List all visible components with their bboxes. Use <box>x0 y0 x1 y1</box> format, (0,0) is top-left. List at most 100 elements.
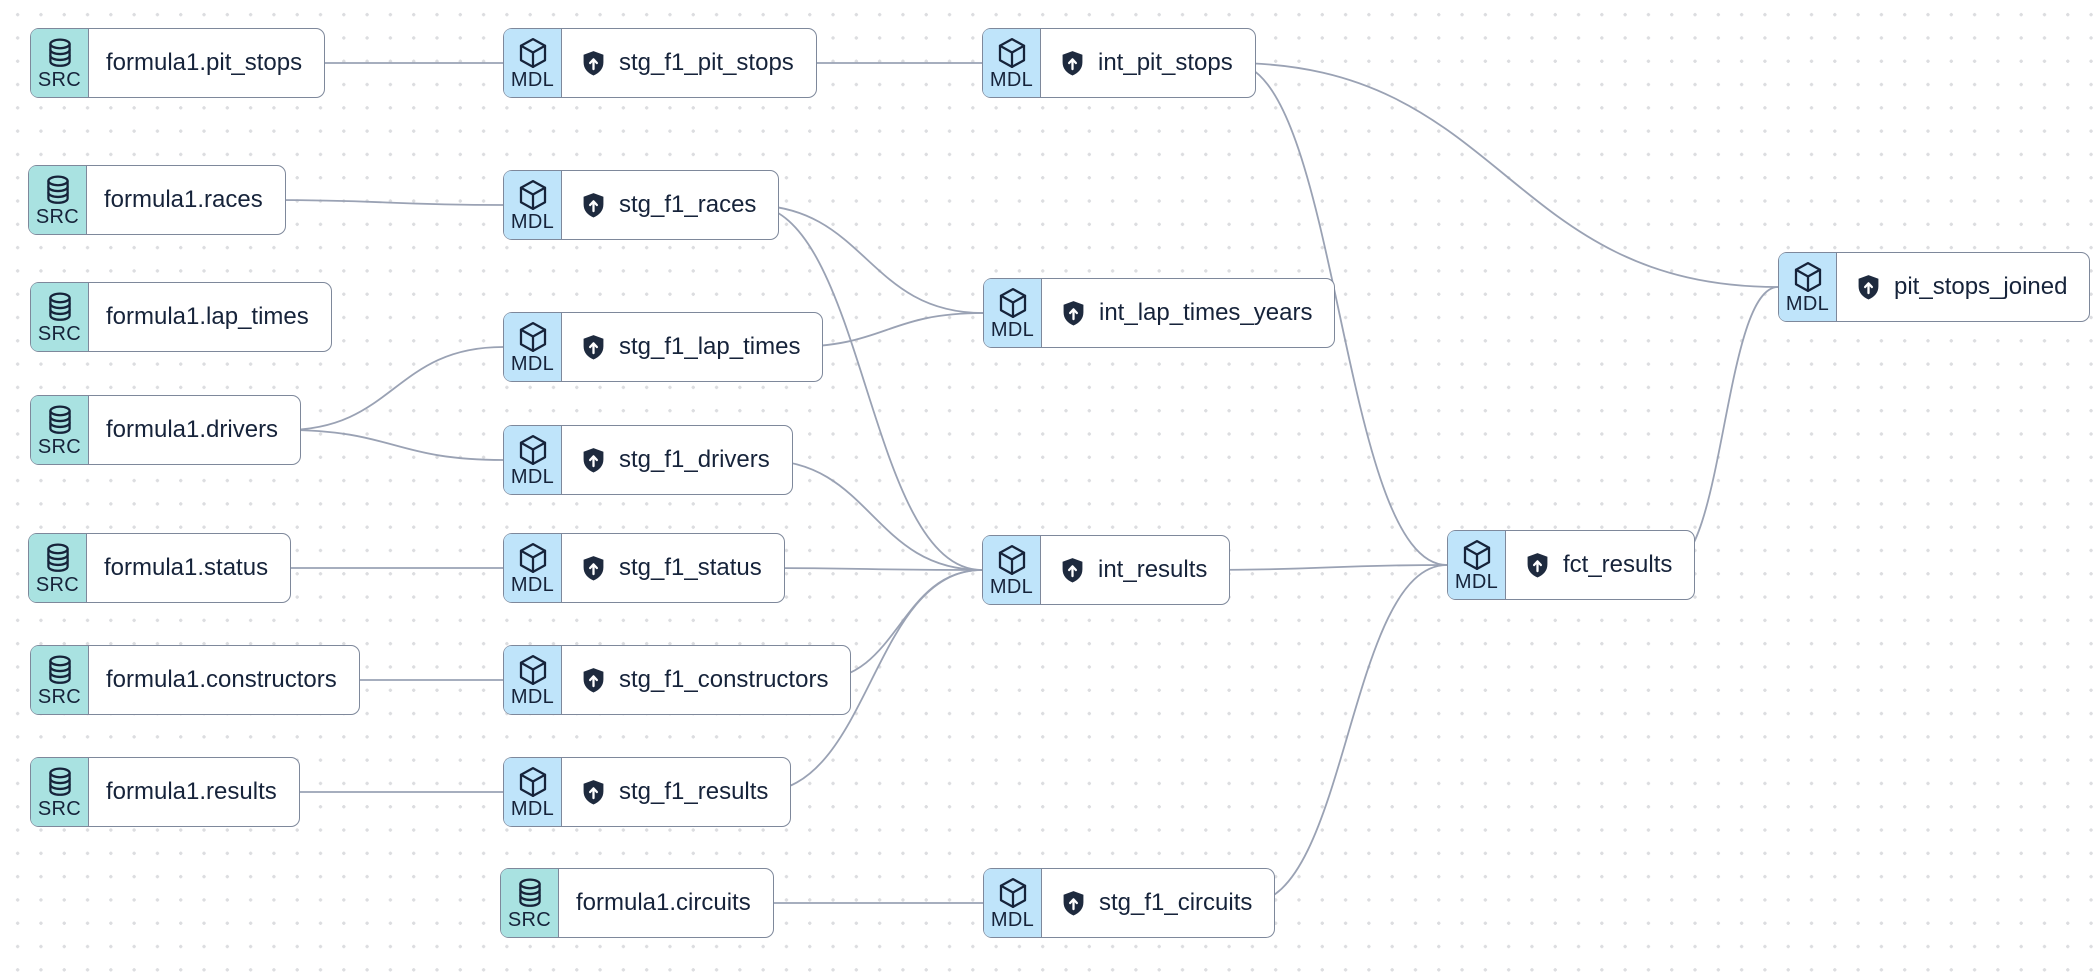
source-type-badge: SRC <box>501 869 559 937</box>
shield-icon <box>1058 556 1087 585</box>
model-type-badge: MDL <box>504 313 562 381</box>
edge-stg_drivers-to-int_results <box>761 459 983 571</box>
node-label: fct_results <box>1563 551 1673 578</box>
badge-label: MDL <box>1454 570 1499 593</box>
node-label-area: stg_f1_drivers <box>562 426 792 494</box>
source-type-badge: SRC <box>31 646 89 714</box>
node-label-area: formula1.constructors <box>89 646 359 714</box>
node-label-area: stg_f1_races <box>562 171 778 239</box>
node-label: formula1.circuits <box>576 889 751 916</box>
node-src_drivers[interactable]: SRC formula1.drivers <box>30 395 302 465</box>
database-icon <box>514 877 546 909</box>
database-icon <box>42 542 74 574</box>
node-label-area: stg_f1_results <box>562 758 790 826</box>
node-int_pit_stops[interactable]: MDL int_pit_stops <box>982 28 1256 98</box>
edge-int_results-to-fct_results <box>1204 564 1448 571</box>
model-type-badge: MDL <box>983 536 1041 604</box>
edge-fct_results-to-pit_stops_joined <box>1669 286 1779 566</box>
shield-icon <box>1059 299 1088 328</box>
edge-int_pit_stops-to-pit_stops_joined <box>1231 62 1779 288</box>
node-label-area: int_results <box>1041 536 1229 604</box>
node-int_lap_times_years[interactable]: MDL int_lap_times_years <box>983 278 1336 348</box>
edge-stg_races-to-int_lap_times_years <box>749 204 984 314</box>
node-label: int_lap_times_years <box>1099 299 1313 326</box>
badge-label: MDL <box>990 318 1035 341</box>
cube-icon <box>1792 261 1824 293</box>
node-stg_races[interactable]: MDL stg_f1_races <box>503 170 780 240</box>
node-label-area: formula1.pit_stops <box>89 29 324 97</box>
node-stg_status[interactable]: MDL stg_f1_status <box>503 533 785 603</box>
node-label-area: stg_f1_pit_stops <box>562 29 816 97</box>
node-stg_drivers[interactable]: MDL stg_f1_drivers <box>503 425 793 495</box>
shield-icon <box>579 49 608 78</box>
node-label: stg_f1_results <box>619 778 769 805</box>
cube-icon <box>997 287 1029 319</box>
node-fct_results[interactable]: MDL fct_results <box>1447 530 1696 600</box>
model-type-badge: MDL <box>1448 531 1506 599</box>
cube-icon <box>996 544 1028 576</box>
node-label: formula1.drivers <box>106 416 279 443</box>
model-type-badge: MDL <box>504 646 562 714</box>
edge-stg_results-to-int_results <box>759 569 983 793</box>
badge-label: MDL <box>510 573 555 596</box>
badge-label: SRC <box>507 908 552 931</box>
database-icon <box>44 291 76 323</box>
node-label-area: formula1.status <box>87 534 290 602</box>
database-icon <box>44 654 76 686</box>
source-type-badge: SRC <box>31 396 89 464</box>
badge-label: MDL <box>510 465 555 488</box>
model-type-badge: MDL <box>983 29 1041 97</box>
shield-icon <box>1854 273 1883 302</box>
badge-label: MDL <box>510 797 555 820</box>
badge-label: MDL <box>1785 292 1830 315</box>
node-label-area: int_pit_stops <box>1041 29 1255 97</box>
node-label: int_results <box>1098 556 1208 583</box>
node-label: formula1.pit_stops <box>106 49 303 76</box>
model-type-badge: MDL <box>984 869 1042 937</box>
edge-stg_status-to-int_results <box>751 567 983 571</box>
model-type-badge: MDL <box>504 534 562 602</box>
node-label-area: formula1.results <box>89 758 299 826</box>
shield-icon <box>579 666 608 695</box>
cube-icon <box>517 766 549 798</box>
shield-icon <box>1523 551 1552 580</box>
node-int_results[interactable]: MDL int_results <box>982 535 1231 605</box>
node-label: int_pit_stops <box>1098 49 1233 76</box>
node-stg_results[interactable]: MDL stg_f1_results <box>503 757 792 827</box>
node-stg_lap_times[interactable]: MDL stg_f1_lap_times <box>503 312 824 382</box>
database-icon <box>44 404 76 436</box>
shield-icon <box>579 191 608 220</box>
badge-label: MDL <box>510 210 555 233</box>
node-label-area: formula1.drivers <box>89 396 300 464</box>
node-src_constructors[interactable]: SRC formula1.constructors <box>30 645 360 715</box>
cube-icon <box>517 37 549 69</box>
cube-icon <box>996 37 1028 69</box>
source-type-badge: SRC <box>31 283 89 351</box>
node-label: stg_f1_lap_times <box>619 333 801 360</box>
model-type-badge: MDL <box>1779 253 1837 321</box>
node-label: stg_f1_races <box>619 191 757 218</box>
node-label-area: stg_f1_status <box>562 534 784 602</box>
edge-stg_circuits-to-fct_results <box>1248 564 1448 904</box>
node-label: formula1.constructors <box>106 666 337 693</box>
database-icon <box>44 766 76 798</box>
node-src_circuits[interactable]: SRC formula1.circuits <box>500 868 774 938</box>
badge-label: SRC <box>35 205 80 228</box>
cube-icon <box>1461 539 1493 571</box>
database-icon <box>44 37 76 69</box>
model-type-badge: MDL <box>984 279 1042 347</box>
node-label-area: stg_f1_lap_times <box>562 313 822 381</box>
edge-src_drivers-to-stg_lap_times <box>284 346 504 431</box>
badge-label: MDL <box>510 352 555 375</box>
